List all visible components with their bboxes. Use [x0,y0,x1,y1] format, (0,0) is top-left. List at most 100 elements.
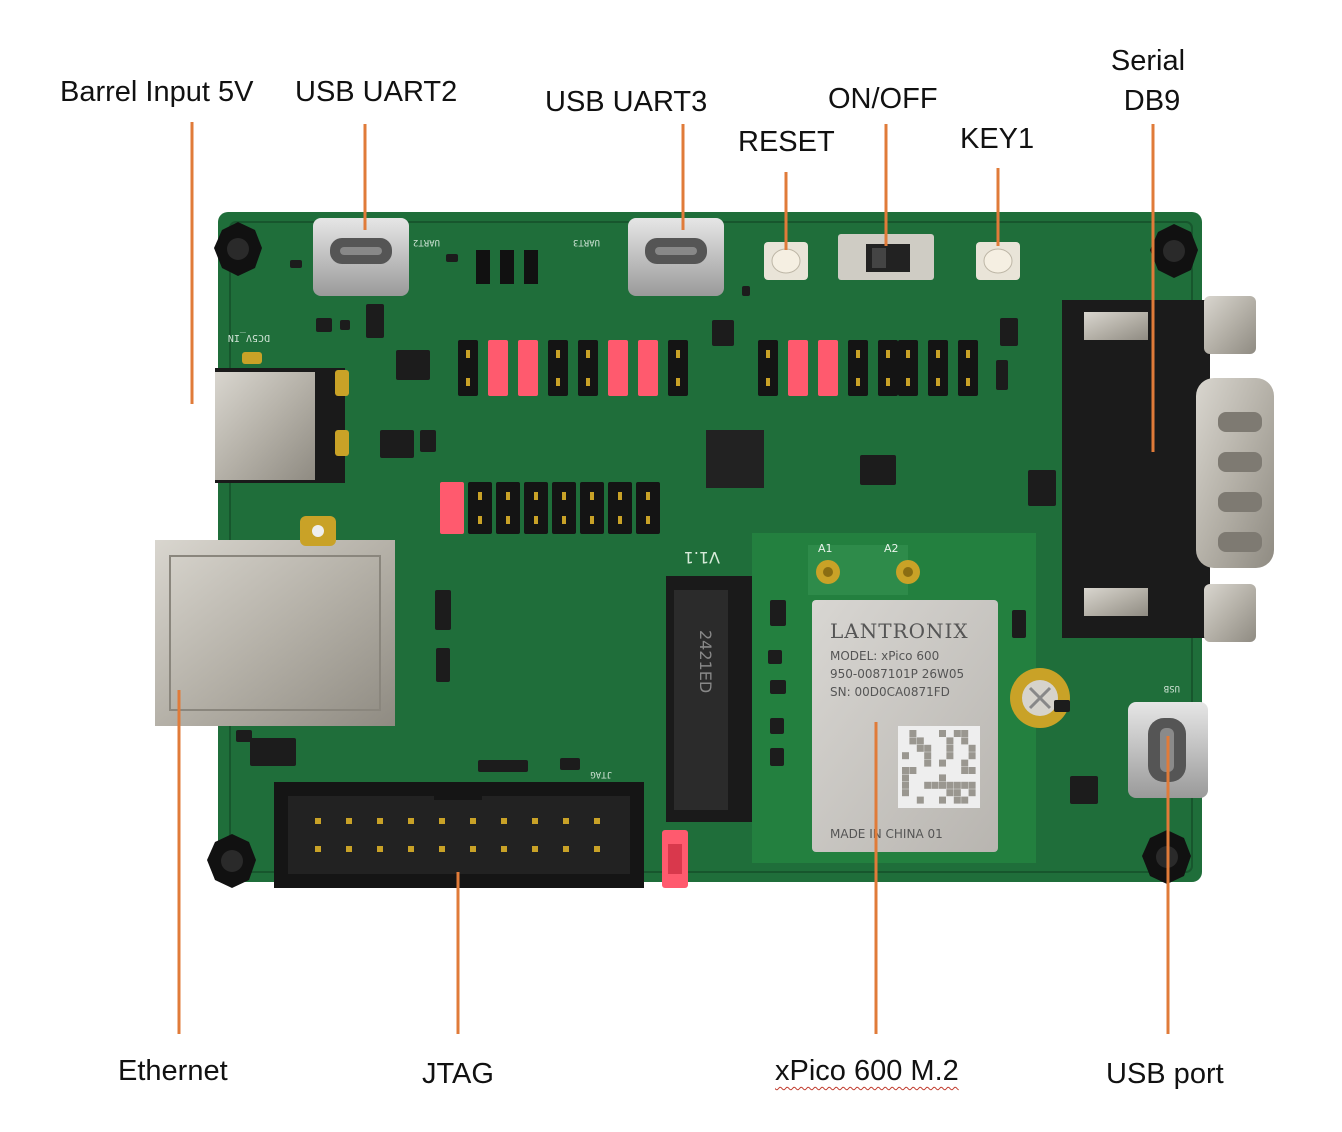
pin-header-middle [440,482,660,534]
smd-components [236,254,1098,804]
header-pin-pair [578,340,598,396]
header-pin-pair [758,340,778,396]
header-pin-pair [848,340,868,396]
silk-jtag: JTAG [590,769,612,779]
smd-part [435,590,451,630]
jtag-pin [315,818,321,824]
header-pin-pair [580,482,604,534]
module-serial-number: SN: 00D0CA0871FD [830,685,950,699]
header-jumper [638,340,658,396]
leader-lines [177,122,1170,1034]
smd-part [478,760,528,772]
smd-part [340,320,350,330]
smd-part [1000,318,1018,346]
smd-part [316,318,332,332]
jtag-pin [439,818,445,824]
smd-part [236,730,252,742]
jtag-pin [470,818,476,824]
usb-c-uart2-connector [313,218,409,296]
module-model: MODEL: xPico 600 [830,649,939,663]
jtag-pin [315,846,321,852]
smd-part [742,286,750,296]
label-xpico-m2: xPico 600 M.2 [775,1055,959,1087]
header-jumper [488,340,508,396]
smd-part [1070,776,1098,804]
header-jumper [788,340,808,396]
header-pin-pair [878,340,898,396]
smd-part [770,680,786,694]
header-pin-pair [958,340,978,396]
module-origin: MADE IN CHINA 01 [830,827,943,841]
db9-serial-connector [1062,296,1274,642]
header-pin-pair [524,482,548,534]
reset-button [764,242,808,280]
jtag-pin [501,818,507,824]
header-jumper [440,482,464,534]
module-part-number: 950-0087101P 26W05 [830,667,964,681]
header-jumper [518,340,538,396]
header-pin-pair [548,340,568,396]
label-usb-port: USB port [1106,1058,1224,1090]
smd-part [560,758,580,770]
jtag-pin [532,846,538,852]
xpico-module-shield [812,600,998,852]
jtag-connector [274,782,644,888]
jtag-pin [377,846,383,852]
antenna-a2-label: A2 [884,542,899,555]
jtag-pin [346,846,352,852]
jtag-pin [408,818,414,824]
smd-part [860,455,896,485]
key1-button [976,242,1020,280]
header-pin-pair [668,340,688,396]
label-jtag: JTAG [422,1058,494,1090]
module-brand: LANTRONIX [830,619,969,643]
smd-part [250,738,296,766]
label-db9: DB9 [1123,85,1181,117]
header-pin-pair [496,482,520,534]
silk-uart2: UART2 [413,237,440,247]
smd-part [1028,470,1056,506]
module-screw [1010,668,1070,728]
header-pin-pair [552,482,576,534]
boot-jumper [662,830,688,888]
header-pin-pair [608,482,632,534]
on-off-slide-switch [838,234,934,280]
ethernet-jack [155,516,395,726]
jtag-pin [439,846,445,852]
jtag-pin [470,846,476,852]
smd-part [712,320,734,346]
label-on-off: ON/OFF [828,83,938,115]
header-pin-pair [898,340,918,396]
jtag-pin [532,818,538,824]
label-reset: RESET [738,126,835,158]
silk-uart3: UART3 [573,237,600,247]
jtag-pin [563,818,569,824]
label-key1: KEY1 [960,123,1035,155]
smd-part [420,430,436,452]
smd-part [770,748,784,766]
smd-part [446,254,458,262]
jtag-pin [346,818,352,824]
smd-part [396,350,430,380]
label-usb-uart3: USB UART3 [545,86,708,118]
smd-part [770,600,786,626]
header-jumper [818,340,838,396]
header-pin-pair [468,482,492,534]
smd-part [290,260,302,268]
header-pin-pair [458,340,478,396]
label-ethernet: Ethernet [118,1055,228,1087]
jtag-pin [563,846,569,852]
jtag-pin [594,846,600,852]
jtag-pin [377,818,383,824]
pin-header-upper [458,340,978,396]
silk-dc-in: DC5V_IN [228,332,270,343]
m2-code-label: 2421ED [696,630,715,693]
smd-part [996,360,1008,390]
silk-usb: USB [1164,683,1180,693]
header-pin-pair [636,482,660,534]
smd-part [1054,700,1070,712]
usb-c-uart3-connector [628,218,724,296]
smd-part [380,430,414,458]
m2-slot [666,576,756,822]
